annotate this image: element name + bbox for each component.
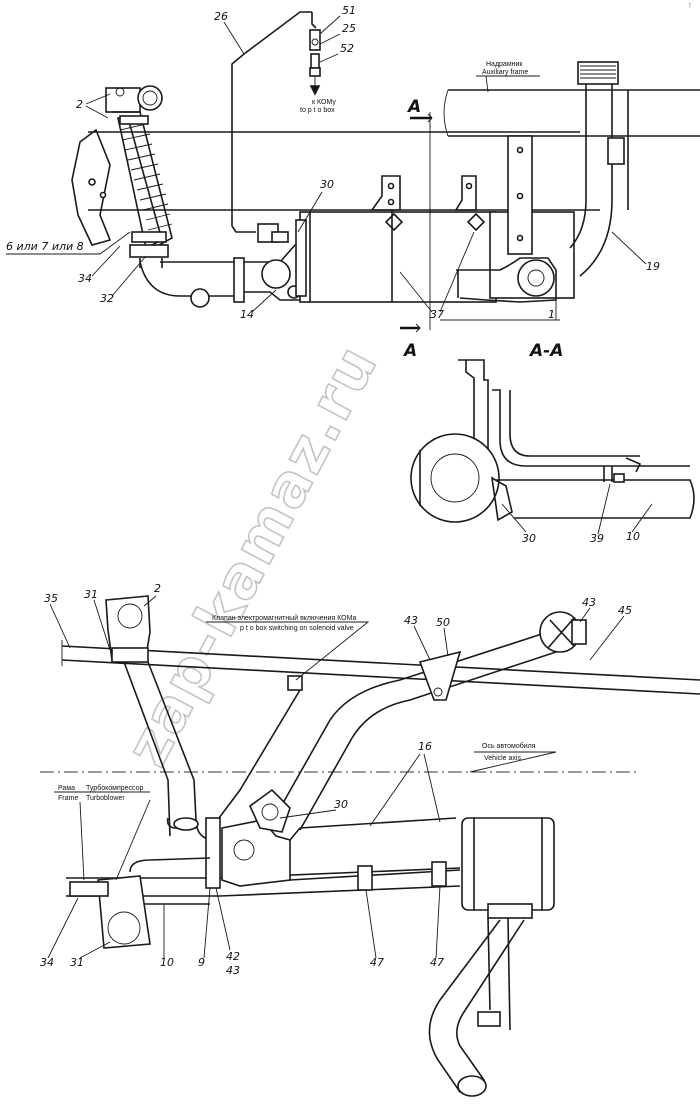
clamp-47	[357, 865, 373, 891]
plan-view	[40, 595, 700, 1097]
valve-en: p t o box switching on solenoid valve	[240, 625, 354, 632]
callout-plan-43c: 43	[226, 964, 240, 977]
flange-ring	[137, 85, 163, 111]
frame-ru: Рама	[58, 785, 75, 792]
callout-section-30: 30	[522, 532, 536, 545]
callout-14: 14	[240, 308, 254, 321]
callout-1: 1	[548, 308, 555, 321]
section-view	[410, 359, 695, 523]
section-clamp	[490, 476, 513, 522]
callout-plan-43a: 43	[404, 614, 418, 627]
hanger-bracket-2	[454, 175, 477, 211]
corner-mark: 7	[688, 4, 692, 10]
aux-frame	[448, 89, 700, 137]
air-line	[231, 11, 312, 233]
section-view-title: A-A	[528, 341, 563, 361]
callout-plan-34: 34	[40, 956, 54, 969]
valve-line	[215, 689, 301, 823]
section-muffler	[410, 433, 500, 523]
callout-plan-35: 35	[44, 592, 58, 605]
callout-plan-43b: 43	[582, 596, 596, 609]
callout-plan-30: 30	[334, 798, 348, 811]
callout-34: 34	[78, 272, 92, 285]
diagonal-pipe	[269, 631, 557, 831]
watermark: zap-kamaz.ru	[112, 334, 391, 777]
turbo-en: Turboblower	[86, 795, 125, 802]
callout-section-39: 39	[590, 532, 604, 545]
section-cut-a-top: A	[406, 97, 421, 117]
callout-37: 37	[430, 308, 444, 321]
support-bracket	[418, 650, 462, 701]
option-parts-label: 6 или 7 или 8	[6, 240, 84, 253]
callout-52: 52	[340, 42, 354, 55]
hanger-bracket	[370, 175, 401, 211]
pto-box-en: to p t o box	[300, 107, 335, 114]
callout-25: 25	[342, 22, 356, 35]
callout-51: 51	[342, 4, 356, 17]
turbo-ru: Турбокомпрессор	[86, 784, 143, 792]
callout-plan-9: 9	[198, 956, 205, 969]
frame-bracket	[71, 128, 112, 246]
frame-en: Frame	[58, 795, 78, 802]
side-view	[71, 11, 700, 333]
callout-plan-31: 31	[84, 588, 98, 601]
muffler-plan	[461, 817, 555, 911]
vehicle-axis-en: Vehicle axis	[484, 755, 521, 762]
aux-frame-en: Auxiliary frame	[482, 69, 528, 76]
callout-plan-47b: 47	[430, 956, 444, 969]
callout-plan-45: 45	[618, 604, 632, 617]
callout-plan-16: 16	[418, 740, 432, 753]
section-pipe	[496, 479, 695, 519]
callout-2: 2	[76, 98, 83, 111]
outlet-elbow	[456, 257, 557, 303]
aux-frame-ru: Надрамник	[486, 61, 523, 68]
valve-actuator	[249, 788, 291, 833]
callout-plan-47a: 47	[370, 956, 384, 969]
callout-section-10: 10	[626, 530, 640, 543]
callout-30: 30	[320, 178, 334, 191]
callout-19: 19	[646, 260, 660, 273]
flange-42	[205, 817, 221, 889]
callout-plan-50: 50	[436, 616, 450, 629]
clamp-47b	[431, 861, 447, 887]
turbo-flange	[105, 87, 141, 113]
valve-ru: Клапан электромагнитный включения КОМа	[212, 614, 357, 622]
pto-box-ru: к КОМу	[312, 99, 336, 106]
callout-26: 26	[214, 10, 228, 23]
callout-plan-42: 42	[226, 950, 240, 963]
upper-frame-rail	[61, 645, 700, 695]
callout-32: 32	[100, 292, 114, 305]
section-cut-a-bottom: A	[402, 341, 417, 361]
solenoid-valve	[287, 675, 303, 691]
callout-plan-2: 2	[154, 582, 161, 595]
pipe-flange	[233, 257, 245, 303]
callout-plan-31b: 31	[70, 956, 84, 969]
exhaust-pipe	[139, 261, 240, 297]
vehicle-axis-ru: Ось автомобиля	[482, 742, 536, 750]
callout-plan-10: 10	[160, 956, 174, 969]
tail-pipe-cap	[577, 61, 619, 85]
tail-pipe	[569, 80, 613, 277]
